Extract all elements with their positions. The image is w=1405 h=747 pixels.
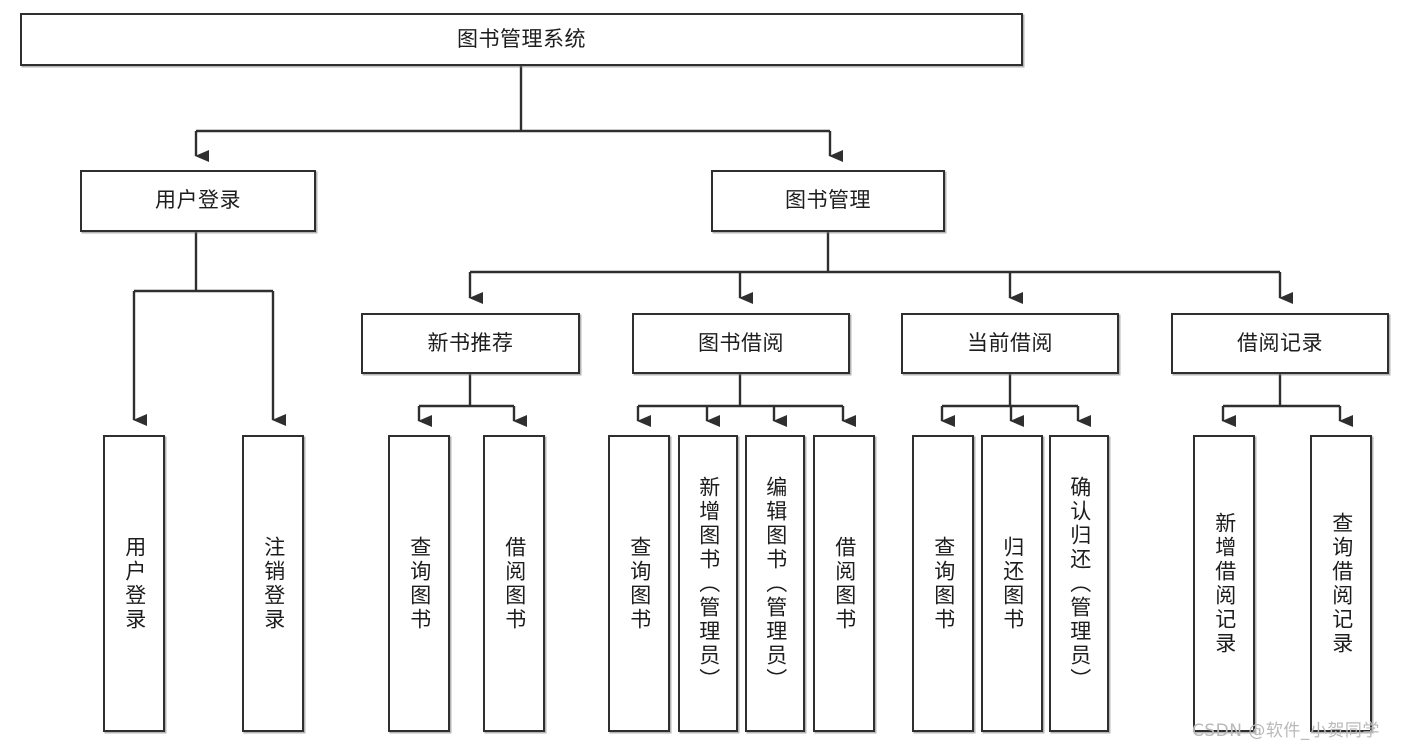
node-leaf-confirm-return[interactable]: 确认归还（管理员） (1049, 435, 1109, 732)
node-leaf-add-book[interactable]: 新增图书（管理员） (678, 435, 738, 732)
node-leaf-return-book-label: 归还图书 (1000, 535, 1025, 632)
node-leaf-add-book-label: 新增图书（管理员） (696, 475, 721, 692)
node-user-login[interactable]: 用户登录 (80, 170, 316, 232)
node-book-borrow-label: 图书借阅 (698, 330, 784, 355)
node-current-borrow[interactable]: 当前借阅 (901, 313, 1119, 374)
node-book-manage[interactable]: 图书管理 (711, 170, 945, 232)
node-leaf-query-record[interactable]: 查询借阅记录 (1310, 435, 1372, 732)
node-leaf-query-book-3[interactable]: 查询图书 (912, 435, 974, 732)
node-leaf-borrow-book-1[interactable]: 借阅图书 (483, 435, 545, 732)
node-leaf-edit-book[interactable]: 编辑图书（管理员） (745, 435, 805, 732)
node-leaf-edit-book-label: 编辑图书（管理员） (763, 475, 788, 692)
node-new-book-rec-label: 新书推荐 (427, 330, 514, 355)
node-leaf-logout-label: 注销登录 (261, 535, 286, 632)
node-leaf-query-book-1[interactable]: 查询图书 (388, 435, 450, 732)
node-leaf-query-book-2-label: 查询图书 (627, 535, 652, 632)
node-leaf-borrow-book-1-label: 借阅图书 (502, 535, 527, 632)
node-leaf-query-book-2[interactable]: 查询图书 (608, 435, 670, 732)
node-leaf-confirm-return-label: 确认归还（管理员） (1067, 475, 1092, 692)
node-leaf-borrow-book-2-label: 借阅图书 (832, 535, 857, 632)
node-leaf-borrow-book-2[interactable]: 借阅图书 (813, 435, 875, 732)
node-root[interactable]: 图书管理系统 (20, 13, 1023, 66)
node-leaf-return-book[interactable]: 归还图书 (981, 435, 1043, 732)
node-book-manage-label: 图书管理 (785, 188, 871, 213)
node-leaf-add-record[interactable]: 新增借阅记录 (1193, 435, 1255, 732)
node-user-login-label: 用户登录 (155, 188, 241, 213)
node-borrow-record-label: 借阅记录 (1237, 330, 1323, 355)
node-leaf-logout[interactable]: 注销登录 (242, 435, 304, 732)
csdn-watermark: CSDN @软件_小贺同学 (1192, 721, 1380, 741)
node-leaf-query-record-label: 查询借阅记录 (1329, 511, 1354, 656)
node-borrow-record[interactable]: 借阅记录 (1171, 313, 1389, 374)
node-leaf-user-login[interactable]: 用户登录 (103, 435, 165, 732)
node-leaf-query-book-1-label: 查询图书 (407, 535, 432, 632)
node-new-book-rec[interactable]: 新书推荐 (361, 313, 580, 374)
node-root-label: 图书管理系统 (457, 26, 586, 51)
node-leaf-add-record-label: 新增借阅记录 (1212, 511, 1237, 656)
node-leaf-query-book-3-label: 查询图书 (931, 535, 956, 632)
node-leaf-user-login-label: 用户登录 (122, 535, 147, 632)
node-book-borrow[interactable]: 图书借阅 (632, 313, 850, 374)
node-current-borrow-label: 当前借阅 (967, 330, 1053, 355)
